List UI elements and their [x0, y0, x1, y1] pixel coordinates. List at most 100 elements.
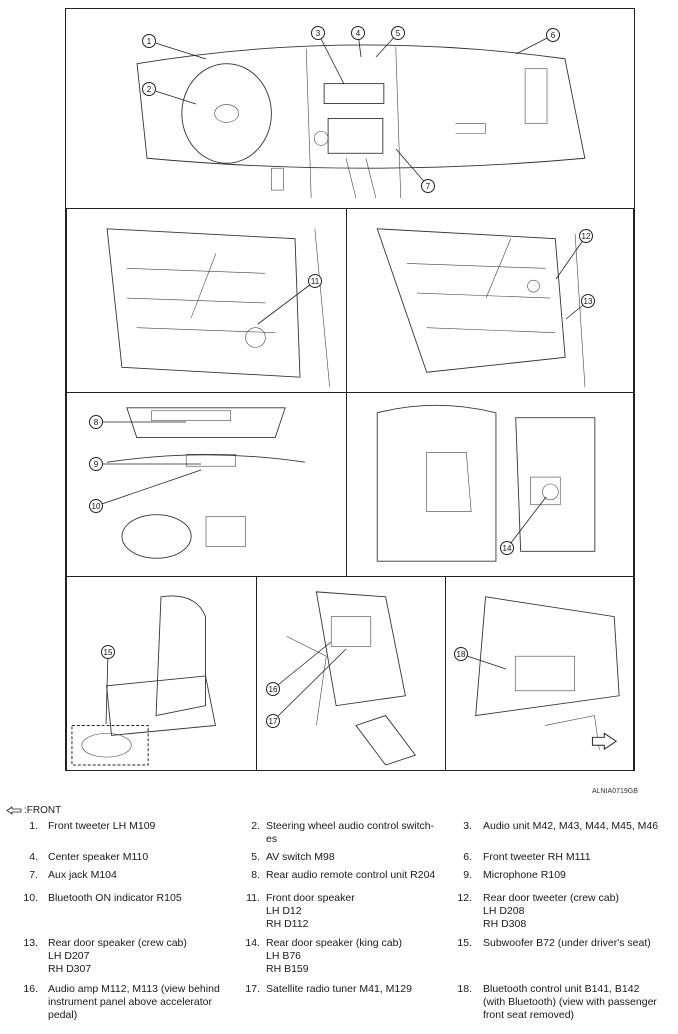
- svg-text:18: 18: [457, 650, 466, 659]
- legend-text: Microphone R109: [483, 869, 566, 881]
- svg-text:6: 6: [551, 31, 556, 40]
- callout-17: 17: [266, 714, 280, 728]
- svg-text:4: 4: [356, 29, 361, 38]
- figure-code: ALNIA0719GB: [592, 788, 638, 795]
- svg-text:2: 2: [147, 85, 152, 94]
- panel-king-cab: [346, 392, 634, 577]
- callout-16: 16: [266, 682, 280, 696]
- legend-number: 4.: [29, 851, 38, 863]
- legend-text: Audio unit M42, M43, M44, M45, M46: [483, 820, 659, 832]
- svg-text:8: 8: [94, 418, 99, 427]
- seat-illustration: [71, 595, 216, 766]
- callout-18: 18: [454, 647, 468, 661]
- front-label-text: :FRONT: [24, 805, 62, 816]
- front-door-illustration: [106, 228, 330, 388]
- legend-text-line: RH D308: [483, 918, 527, 930]
- legend-text-line: LH D207: [48, 950, 90, 962]
- callout-15: 15: [101, 645, 115, 659]
- legend-number: 10.: [23, 892, 38, 904]
- callout-14: 14: [500, 541, 514, 555]
- svg-text:12: 12: [582, 232, 591, 241]
- legend-text-line: LH D12: [266, 905, 302, 917]
- legend-text-line: (with Bluetooth) (view with passenger: [483, 996, 657, 1008]
- legend-number: 7.: [29, 869, 38, 881]
- legend-text: Aux jack M104: [48, 869, 117, 881]
- legend-text-line: RH B159: [266, 963, 309, 975]
- callout-7: 7: [421, 179, 435, 193]
- amp-illustration: [286, 591, 417, 766]
- callout-1: 1: [142, 34, 156, 48]
- legend-text: Rear door speaker (crew cab): [48, 937, 187, 949]
- front-indicator: :FRONT: [6, 805, 61, 816]
- callout-2: 2: [142, 82, 156, 96]
- front-arrow-icon: [591, 732, 618, 751]
- legend-number: 3.: [463, 820, 472, 832]
- callout-13: 13: [581, 294, 595, 308]
- legend-text-line: LH B76: [266, 950, 302, 962]
- legend-text: Front tweeter LH M109: [48, 820, 156, 832]
- legend-number: 15.: [457, 937, 472, 949]
- svg-text:15: 15: [104, 648, 113, 657]
- legend-text: Front tweeter RH M111: [483, 851, 591, 863]
- callout-3: 3: [311, 26, 325, 40]
- legend-number: 13.: [23, 937, 38, 949]
- legend-text: Front door speaker: [266, 892, 355, 904]
- dashboard-illustration: [136, 44, 586, 199]
- svg-text:9: 9: [94, 460, 99, 469]
- panel-bluetooth-unit: [445, 576, 634, 771]
- callout-4: 4: [351, 26, 365, 40]
- overhead-illustration: [107, 407, 305, 559]
- legend-text: Steering wheel audio control switch-: [266, 820, 435, 832]
- legend-text: AV switch M98: [266, 851, 335, 863]
- legend-number: 16.: [23, 983, 38, 995]
- legend-number: 18.: [457, 983, 472, 995]
- legend-text: Rear door speaker (king cab): [266, 937, 402, 949]
- legend-number: 5.: [251, 851, 260, 863]
- legend-text-line: RH D307: [48, 963, 92, 975]
- legend-text: Bluetooth control unit B141, B142: [483, 983, 640, 995]
- legend-text: Center speaker M110: [48, 851, 149, 863]
- legend-text: Subwoofer B72 (under driver's seat): [483, 937, 651, 949]
- svg-text:10: 10: [92, 502, 101, 511]
- legend-number: 9.: [463, 869, 472, 881]
- legend-number: 6.: [463, 851, 472, 863]
- svg-text:17: 17: [269, 717, 278, 726]
- callout-5: 5: [391, 26, 405, 40]
- rear-door-illustration: [376, 228, 586, 388]
- legend-text: Audio amp M112, M113 (view behind: [48, 983, 220, 995]
- front-arrow-icon: [6, 806, 22, 815]
- legend-text: Rear audio remote control unit R204: [266, 869, 436, 881]
- legend-text: Rear door tweeter (crew cab): [483, 892, 619, 904]
- legend-text-line: pedal): [48, 1009, 78, 1021]
- legend-number: 1.: [29, 820, 38, 832]
- legend-text: Bluetooth ON indicator R105: [48, 892, 182, 904]
- legend-number: 14.: [245, 937, 260, 949]
- legend-number: 8.: [251, 869, 260, 881]
- callout-9: 9: [89, 457, 103, 471]
- svg-text:14: 14: [503, 544, 512, 553]
- legend-text-line: es: [266, 833, 278, 845]
- legend-number: 2.: [251, 820, 260, 832]
- svg-text:16: 16: [269, 685, 278, 694]
- callout-8: 8: [89, 415, 103, 429]
- svg-text:7: 7: [426, 182, 431, 191]
- legend-text-line: RH D112: [266, 918, 309, 930]
- legend-text: Satellite radio tuner M41, M129: [266, 983, 412, 995]
- legend-text-line: front seat removed): [483, 1009, 575, 1021]
- svg-text:5: 5: [396, 29, 401, 38]
- legend-number: 12.: [457, 892, 472, 904]
- callout-6: 6: [546, 28, 560, 42]
- svg-text:3: 3: [316, 29, 321, 38]
- bluetooth-unit-illustration: [475, 596, 620, 751]
- svg-text:13: 13: [584, 297, 593, 306]
- svg-text:1: 1: [147, 37, 152, 46]
- callout-12: 12: [579, 229, 593, 243]
- legend-text-line: instrument panel above accelerator: [48, 996, 213, 1008]
- svg-text:11: 11: [311, 277, 320, 286]
- legend-text-line: LH D208: [483, 905, 525, 917]
- callout-11: 11: [308, 274, 322, 288]
- callout-10: 10: [89, 499, 103, 513]
- king-cab-illustration: [376, 404, 596, 562]
